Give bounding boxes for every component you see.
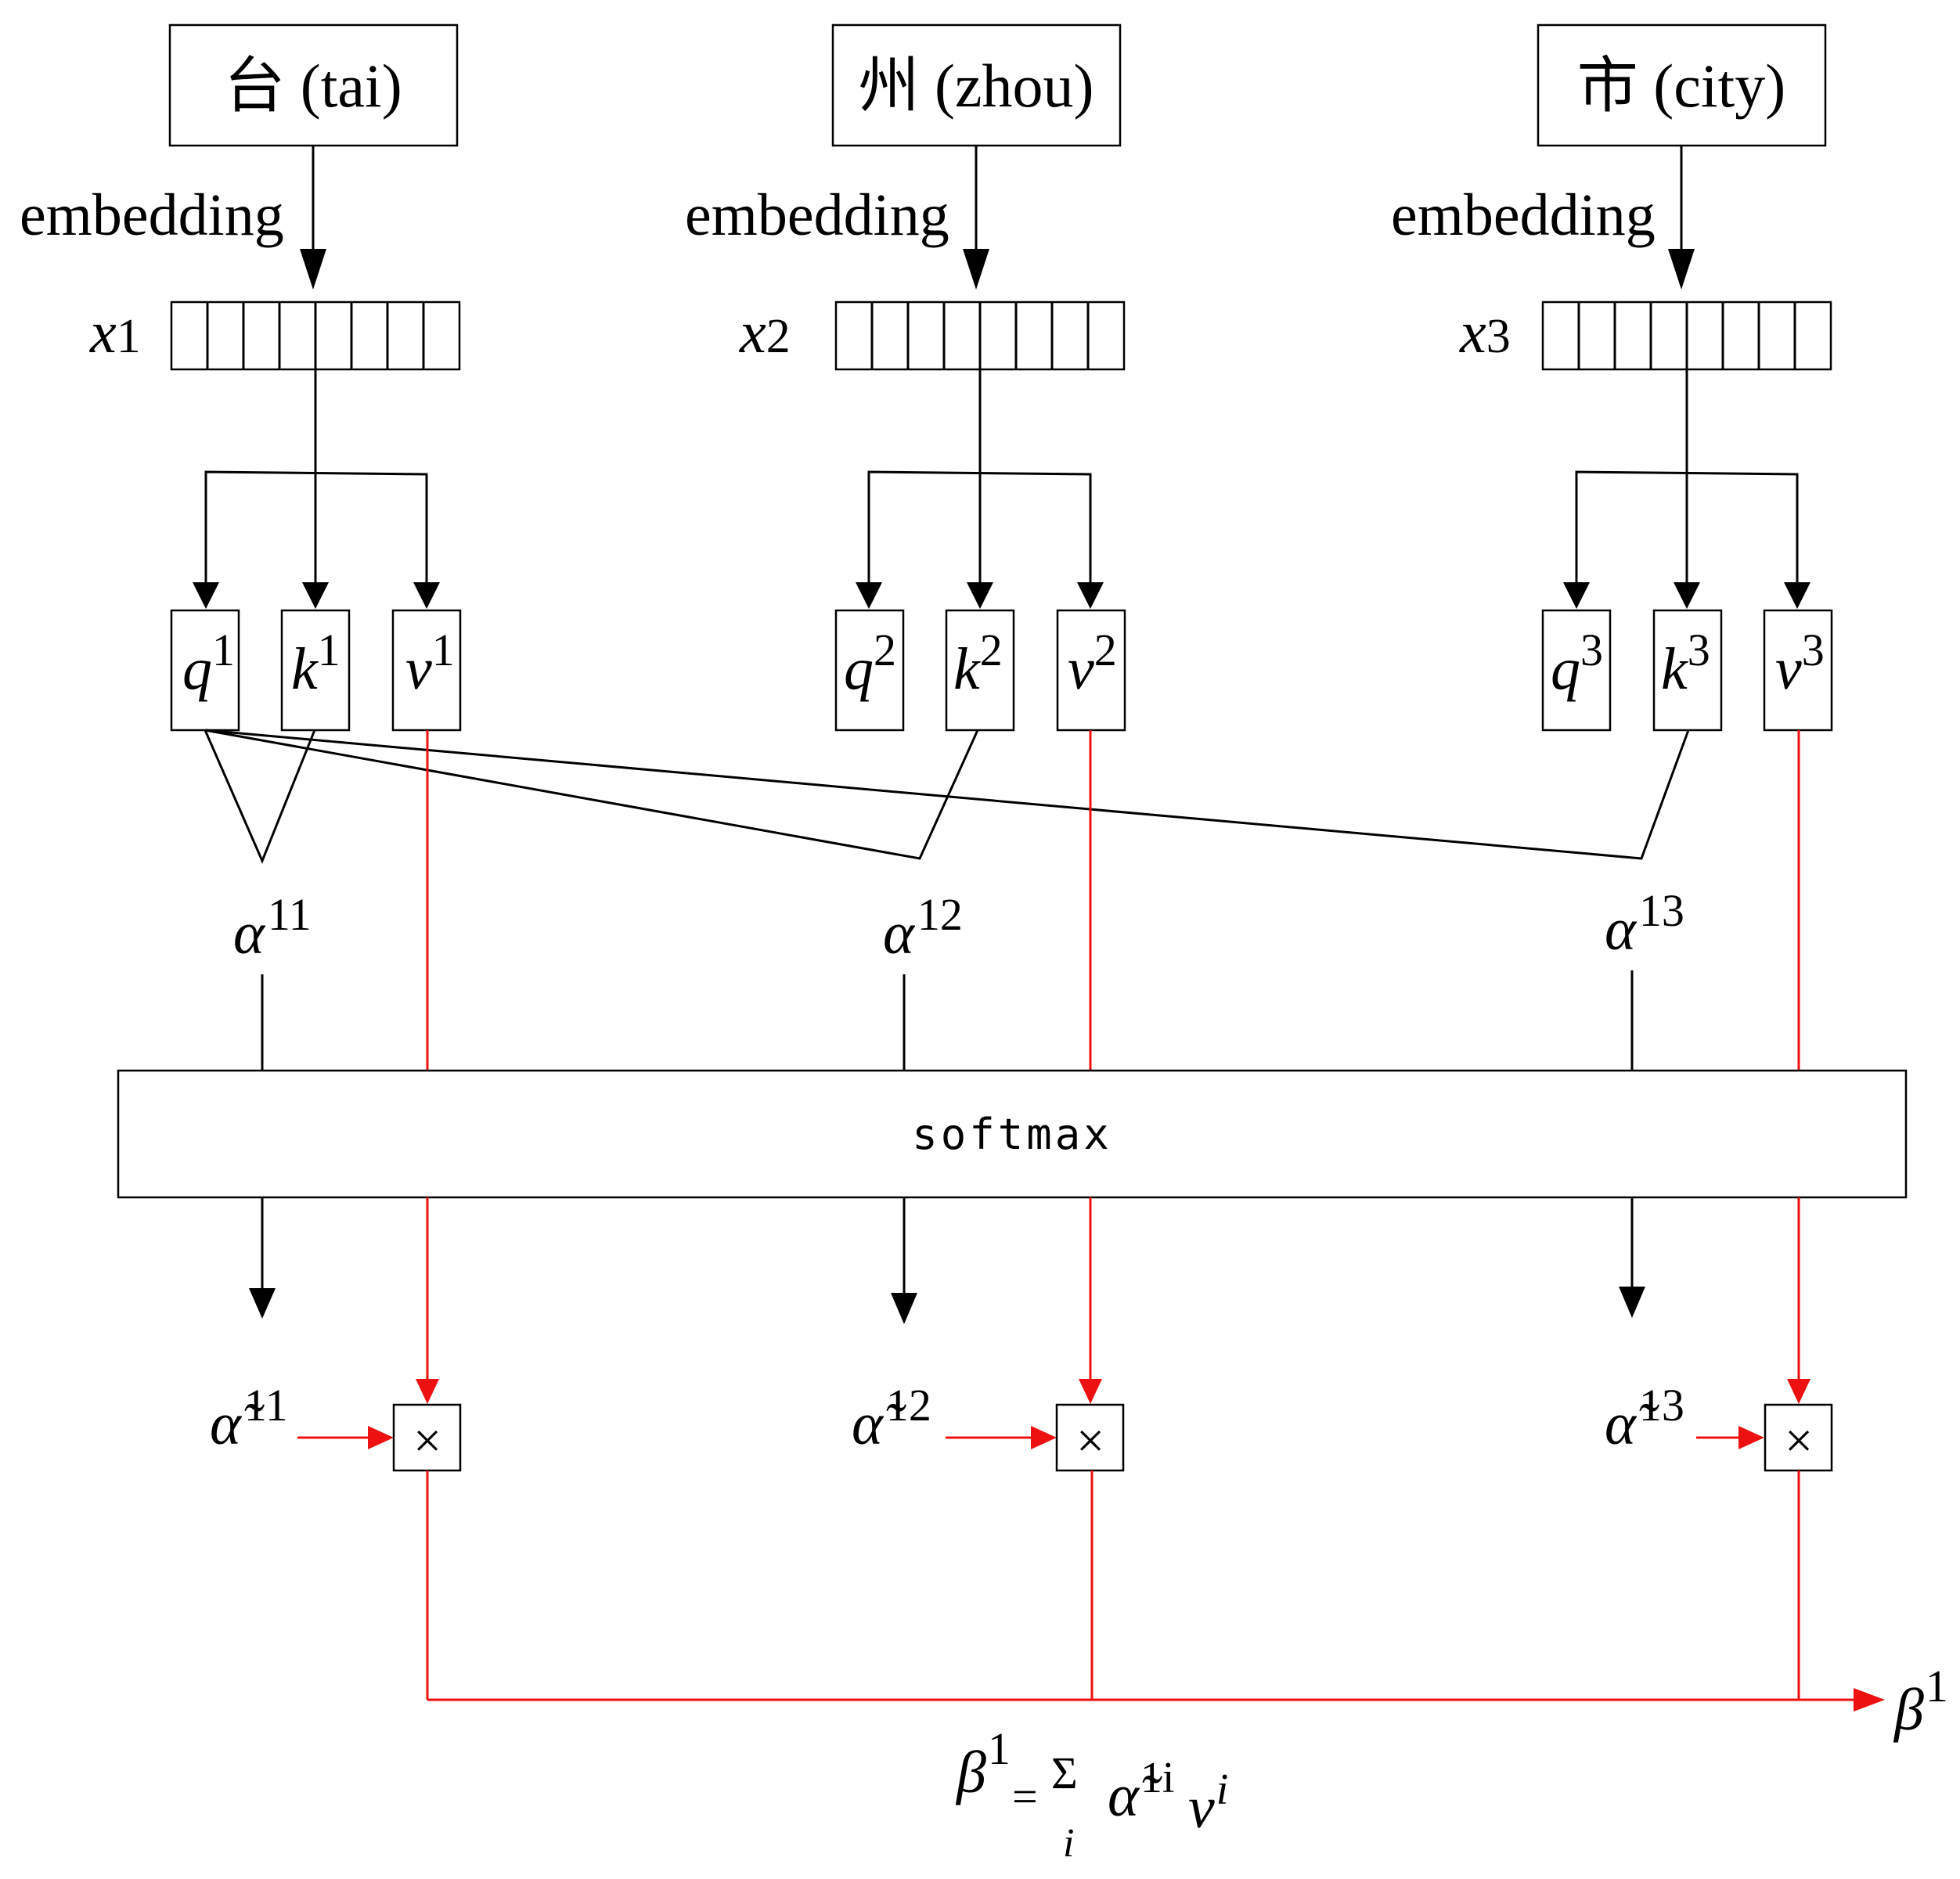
token-label-2: 州 (zhou) [858, 52, 1093, 120]
arrowhead [413, 582, 440, 609]
score-line-12 [204, 729, 979, 860]
arrowhead [1031, 1426, 1057, 1449]
alpha-tilde-label-12: α̃12 [852, 1380, 931, 1457]
query-label-1: q1 [182, 625, 235, 702]
multiply-box-3 [1764, 1403, 1833, 1472]
score-line-11 [204, 729, 316, 864]
query-label-2: q2 [844, 625, 896, 702]
query-label-3: q3 [1551, 625, 1603, 702]
token-column-2: 州 (zhou) embedding x2 q2 k2 v2 [685, 23, 1126, 732]
query-box-2 [834, 609, 905, 732]
token-box-1 [168, 23, 459, 147]
arrowhead [1674, 582, 1700, 609]
arrowhead [193, 582, 219, 609]
key-label-2: k2 [953, 625, 1003, 702]
token-column-1: 台 (tai) embedding x1 q1 k1 v1 [20, 23, 462, 732]
arrowhead [1079, 1379, 1102, 1404]
key-box-2 [945, 609, 1015, 732]
embedding-label-3: embedding [1391, 182, 1656, 248]
embedding-label-2: embedding [685, 182, 949, 248]
formula-alpha: α̃1i [1108, 1754, 1174, 1829]
formula-sum-sub: i [1063, 1821, 1074, 1866]
arrowhead [967, 582, 993, 609]
value-box-3 [1763, 609, 1833, 732]
alpha-label-13: α13 [1605, 885, 1684, 963]
sum-lines [426, 1470, 1885, 1712]
value-box-1 [391, 609, 462, 732]
arrowhead [891, 1293, 917, 1324]
multiply-box-2 [1055, 1403, 1125, 1472]
softmax-label: softmax [912, 1110, 1112, 1159]
arrowhead [856, 582, 882, 609]
arrowhead [963, 249, 989, 290]
arrowhead [1784, 582, 1810, 609]
arrowhead [302, 582, 329, 609]
arrowhead [416, 1379, 439, 1404]
multiply-symbol-1: × [413, 1413, 441, 1468]
arrowhead [368, 1426, 394, 1449]
arrowhead [1668, 249, 1695, 290]
multiply-symbol-3: × [1785, 1413, 1813, 1468]
arrowhead [1563, 582, 1590, 609]
value-label-1: v1 [405, 625, 455, 702]
value-box-2 [1056, 609, 1126, 732]
value-label-3: v3 [1775, 625, 1825, 702]
embedding-label-1: embedding [20, 182, 284, 248]
arrowhead [300, 249, 326, 290]
vector-label-1: x1 [89, 300, 141, 365]
key-box-3 [1652, 609, 1723, 732]
key-label-1: k1 [291, 625, 340, 702]
value-label-2: v2 [1068, 625, 1117, 702]
formula-lhs: β1 [955, 1723, 1011, 1805]
embedding-vector-3 [1541, 301, 1832, 371]
formula-sum: Σ [1051, 1748, 1078, 1798]
arrowhead [1787, 1379, 1810, 1404]
token-column-3: 市 (city) embedding x3 q3 k3 v3 [1391, 23, 1833, 732]
key-label-3: k3 [1661, 625, 1710, 702]
alpha-tilde-label-13: α̃13 [1605, 1380, 1684, 1457]
output-label: β1 [1893, 1661, 1948, 1743]
alpha-label-11: α11 [233, 889, 312, 966]
embedding-vector-2 [834, 301, 1126, 371]
alpha-label-12: α12 [883, 889, 963, 966]
token-label-1: 台 (tai) [224, 52, 402, 120]
attention-score-lines [204, 729, 1690, 864]
multiply-box-1 [392, 1403, 462, 1472]
arrowhead [1077, 582, 1104, 609]
arrowhead [1738, 1426, 1764, 1449]
token-box-2 [831, 23, 1122, 147]
arrowhead [249, 1288, 276, 1319]
vector-label-3: x3 [1459, 300, 1511, 365]
formula: β1 = Σ i α̃1i vi [955, 1723, 1228, 1866]
softmax-box [117, 1069, 1908, 1199]
vector-label-2: x2 [739, 300, 791, 365]
key-box-1 [280, 609, 351, 732]
token-box-3 [1537, 23, 1827, 147]
formula-equals: = [1012, 1771, 1038, 1822]
embedding-vector-1 [170, 301, 461, 371]
arrowhead [1854, 1688, 1885, 1712]
score-line-13 [204, 729, 1690, 860]
multiply-symbol-2: × [1076, 1413, 1104, 1468]
token-label-3: 市 (city) [1577, 52, 1785, 120]
query-box-3 [1541, 609, 1612, 732]
arrowhead [1619, 1287, 1645, 1318]
alpha-tilde-label-11: α̃11 [210, 1380, 288, 1457]
formula-v: vi [1188, 1766, 1228, 1841]
